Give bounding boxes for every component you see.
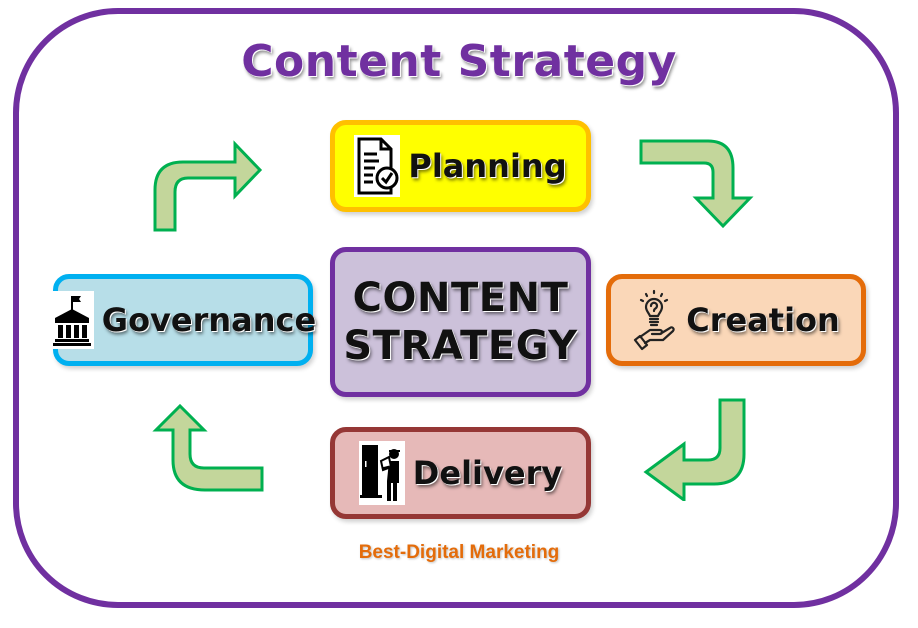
outer-frame (13, 8, 899, 608)
arrow-right-down-icon (639, 139, 754, 229)
stage-delivery: Delivery (330, 427, 591, 519)
stage-label: Governance (101, 301, 317, 339)
stage-governance: Governance (49, 274, 317, 366)
stage-label: Planning (408, 147, 567, 185)
arrow-up-right-icon (153, 140, 263, 232)
document-check-icon (354, 135, 401, 197)
center-label-line1: CONTENT (352, 275, 569, 321)
stage-creation: Creation (606, 274, 866, 366)
delivery-person-icon (358, 441, 405, 505)
government-building-icon (49, 291, 94, 349)
arrow-down-left-icon (643, 398, 746, 501)
arrow-left-up-icon (152, 403, 264, 492)
center-content-strategy: CONTENT STRATEGY (330, 247, 591, 397)
page-title: Content Strategy (241, 36, 677, 87)
footer-credit: Best-Digital Marketing (358, 542, 560, 563)
lightbulb-hand-icon (632, 289, 678, 351)
stage-label: Delivery (412, 454, 563, 492)
stage-planning: Planning (330, 120, 591, 212)
stage-label: Creation (686, 301, 840, 339)
center-label-line2: STRATEGY (343, 323, 578, 369)
